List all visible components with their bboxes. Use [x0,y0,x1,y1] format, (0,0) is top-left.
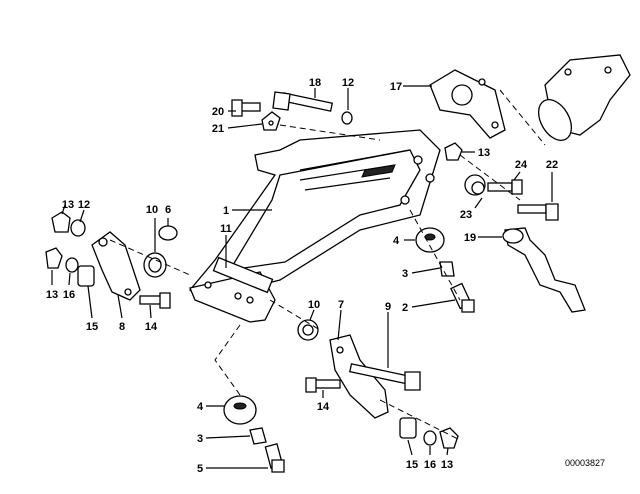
document-id: 00003827 [565,458,605,468]
callout-12: 12 [78,199,90,211]
callout-16: 16 [63,289,75,301]
bottom-bush-bolt-part [214,324,285,473]
callout-13: 13 [62,199,74,211]
callout-22: 22 [546,159,558,171]
left-hardware-part [45,211,191,309]
callout-21: 21 [212,123,224,135]
callout-7: 7 [338,299,344,311]
leader-lines [51,85,553,469]
callout-18: 18 [309,77,321,89]
callout-16: 16 [424,459,436,471]
callout-11: 11 [220,223,232,235]
right-bush-bolt-part [409,209,475,313]
callout-13: 13 [441,459,453,471]
callout-23: 23 [460,209,472,221]
callout-2: 2 [402,302,408,314]
callout-4: 4 [197,401,204,413]
callout-24: 24 [515,159,528,171]
callout-3: 3 [402,268,408,280]
top-bracket-part [429,69,506,139]
callout-14: 14 [317,401,330,413]
pedal-bracket-part [189,129,441,323]
callout-1: 1 [223,205,229,217]
callout-19: 19 [464,232,476,244]
callout-8: 8 [119,321,125,333]
callout-6: 6 [165,204,171,216]
callout-5: 5 [197,463,203,475]
callout-3: 3 [197,433,203,445]
callout-20: 20 [212,106,224,118]
callout-4: 4 [393,235,400,247]
callout-17: 17 [390,81,402,93]
callout-15: 15 [86,321,98,333]
callout-15: 15 [406,459,418,471]
callout-labels: 18 12 17 20 21 13 24 22 23 1 13 12 10 6 … [46,77,558,475]
lower-hardware-part [269,299,461,449]
steering-column-part [499,54,631,146]
callout-12: 12 [342,77,354,89]
callout-13: 13 [478,147,490,159]
right-hardware-part [444,142,559,221]
lever-part [502,227,586,313]
callout-10: 10 [308,299,320,311]
upper-bolts-part [231,91,381,141]
callout-13: 13 [46,289,58,301]
callout-10: 10 [146,204,158,216]
callout-9: 9 [385,301,391,313]
callout-14: 14 [145,321,158,333]
